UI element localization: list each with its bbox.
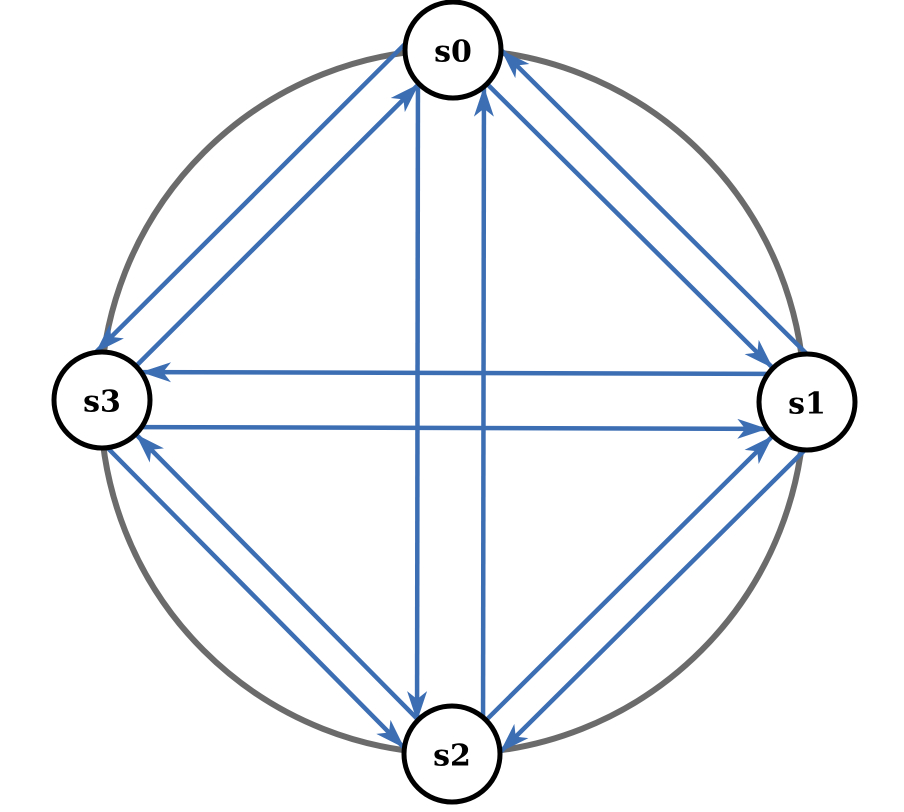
edge-arrow-s2-to-s0 — [473, 86, 494, 718]
node-circle-s0 — [402, 0, 504, 101]
node-s1: s1 — [756, 351, 858, 453]
edge-arrow-s0-to-s1 — [485, 82, 775, 370]
outer-ring — [97, 46, 808, 757]
node-label-s2: s2 — [433, 739, 471, 774]
edge-arrow-s2-to-s3 — [134, 432, 420, 722]
edge-arrow-s1-to-s2 — [498, 448, 807, 754]
node-s0: s0 — [402, 0, 504, 101]
edge-arrow-s1-to-s0 — [499, 48, 809, 356]
edge-arrow-s0-to-s3 — [94, 41, 407, 355]
node-circle-s3 — [51, 349, 153, 451]
node-label-s0: s0 — [434, 35, 472, 70]
edge-arrow-s2-to-s1 — [484, 434, 775, 722]
node-label-s3: s3 — [83, 385, 121, 420]
edge-arrow-s3-to-s2 — [105, 446, 407, 750]
edge-arrow-s3-to-s1 — [141, 418, 768, 439]
edge-arrow-s0-to-s2 — [407, 82, 428, 722]
node-s3: s3 — [51, 349, 153, 451]
node-s2: s2 — [401, 703, 503, 805]
edge-arrow-s1-to-s3 — [140, 362, 769, 383]
node-circle-s2 — [401, 703, 503, 805]
node-circle-s1 — [756, 351, 858, 453]
edge-arrow-s3-to-s0 — [134, 82, 421, 368]
node-label-s1: s1 — [788, 387, 826, 422]
